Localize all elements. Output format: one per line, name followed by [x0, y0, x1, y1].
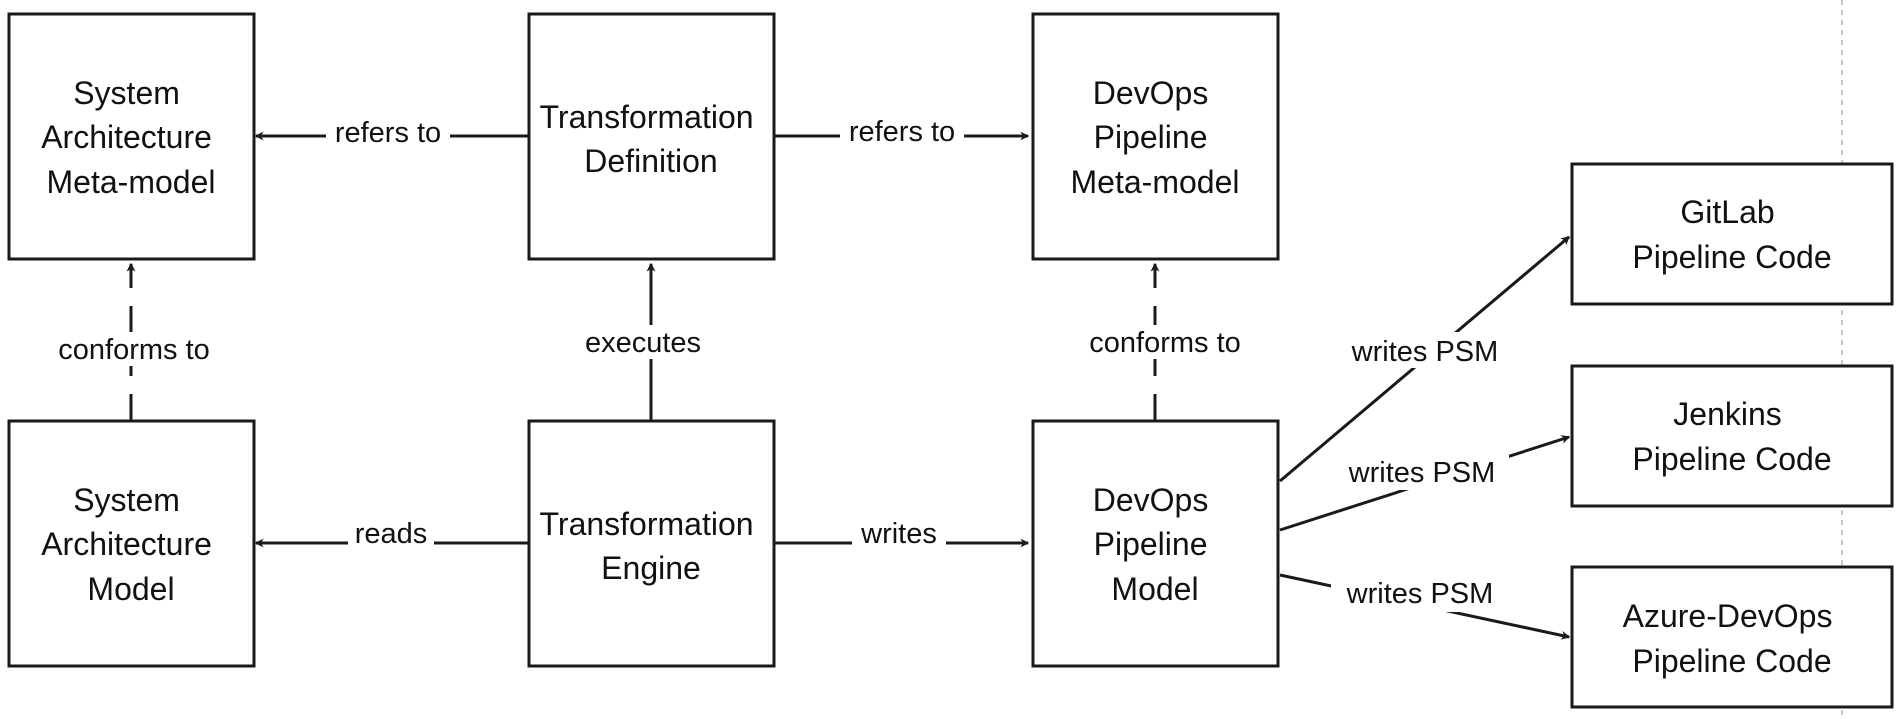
- node-label: System Architecture Model: [41, 482, 221, 607]
- edge-label: conforms to: [58, 334, 210, 366]
- edge-label: refers to: [335, 117, 441, 149]
- node-label: Transformation Definition: [540, 99, 763, 179]
- node-system-architecture-meta-model[interactable]: System Architecture Meta-model: [7, 12, 256, 261]
- node-label: GitLab Pipeline Code: [1632, 194, 1831, 275]
- node-label: DevOps Pipeline Meta-model: [1071, 75, 1240, 200]
- node-label: System Architecture Meta-model: [41, 75, 221, 200]
- node-gitlab-pipeline-code[interactable]: GitLab Pipeline Code: [1570, 162, 1894, 306]
- edge-label: writes PSM: [1351, 336, 1499, 368]
- edge-label: writes PSM: [1346, 578, 1494, 610]
- edge-engine-writes[interactable]: writes: [774, 518, 1030, 556]
- node-label: Azure-DevOps Pipeline Code: [1623, 598, 1842, 679]
- edge-label: writes PSM: [1348, 457, 1496, 489]
- edge-label: conforms to: [1089, 327, 1241, 359]
- edge-label: refers to: [849, 116, 955, 148]
- node-transformation-engine[interactable]: Transformation Engine: [527, 419, 776, 668]
- edge-label: writes: [860, 518, 937, 550]
- edge-sysmodel-conforms[interactable]: conforms to: [46, 262, 218, 420]
- edge-devopsmodel-conforms[interactable]: conforms to: [1076, 262, 1248, 420]
- node-label: Jenkins Pipeline Code: [1632, 396, 1831, 477]
- node-label: DevOps Pipeline Model: [1093, 482, 1217, 607]
- edge-engine-executes[interactable]: executes: [571, 262, 715, 420]
- edge-writes-jenkins[interactable]: writes PSM: [1279, 435, 1571, 532]
- edge-writes-azure[interactable]: writes PSM: [1279, 573, 1571, 640]
- node-azure-devops-pipeline-code[interactable]: Azure-DevOps Pipeline Code: [1570, 565, 1894, 709]
- node-devops-pipeline-meta-model[interactable]: DevOps Pipeline Meta-model: [1031, 12, 1280, 261]
- edge-writes-gitlab[interactable]: writes PSM: [1279, 235, 1571, 483]
- node-label: Transformation Engine: [540, 506, 763, 586]
- edge-engine-reads[interactable]: reads: [254, 518, 529, 556]
- node-devops-pipeline-model[interactable]: DevOps Pipeline Model: [1031, 419, 1280, 668]
- node-transformation-definition[interactable]: Transformation Definition: [527, 12, 776, 261]
- node-system-architecture-model[interactable]: System Architecture Model: [7, 419, 256, 668]
- edge-def-to-devopsmeta[interactable]: refers to: [774, 115, 1030, 149]
- edge-label: reads: [355, 518, 428, 550]
- edge-label: executes: [585, 327, 701, 359]
- node-jenkins-pipeline-code[interactable]: Jenkins Pipeline Code: [1570, 364, 1894, 508]
- edge-def-to-sysmeta[interactable]: refers to: [254, 115, 529, 149]
